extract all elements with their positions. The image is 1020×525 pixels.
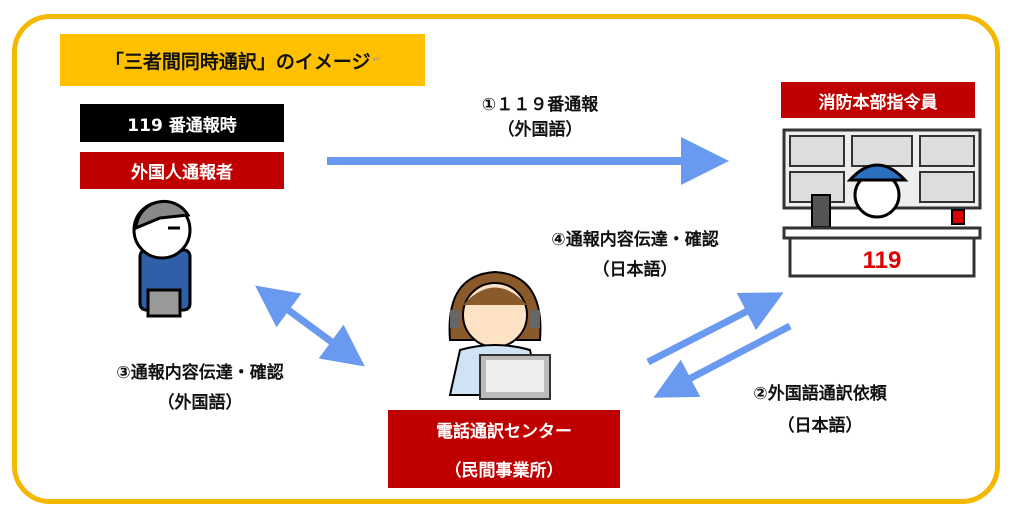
title-text: 「三者間同時通訳」のイメージ <box>104 50 371 73</box>
arrow-step-4 <box>646 292 784 366</box>
title-banner: 「三者間同時通訳」のイメージ↵ <box>60 34 425 86</box>
caller-person-icon <box>132 199 192 318</box>
desk-number: 119 <box>863 247 902 274</box>
diagram-frame <box>12 14 1000 504</box>
dispatcher-role-label: 消防本部指令員 <box>781 82 975 118</box>
step-3-label: ③通報内容伝達・確認（外国語） <box>116 363 284 413</box>
dispatcher-illustration: 119 <box>782 128 982 278</box>
interpreter-operator-illustration <box>448 270 551 400</box>
caller-role-label: 外国人通報者 <box>80 152 284 189</box>
step-4-label: ④通報内容伝達・確認（日本語） <box>551 230 719 280</box>
arrow-step-3-bidirectional <box>255 285 365 367</box>
step-1-label: ①１１９番通報（外国語） <box>481 95 599 140</box>
interpretation-center-label: 電話通訳センター （民間事業所） <box>388 410 620 488</box>
caller-time-label: 119 番通報時 <box>80 104 284 142</box>
arrow-step-2 <box>653 322 792 398</box>
step-2-label: ②外国語通訳依頼（日本語） <box>753 384 887 436</box>
